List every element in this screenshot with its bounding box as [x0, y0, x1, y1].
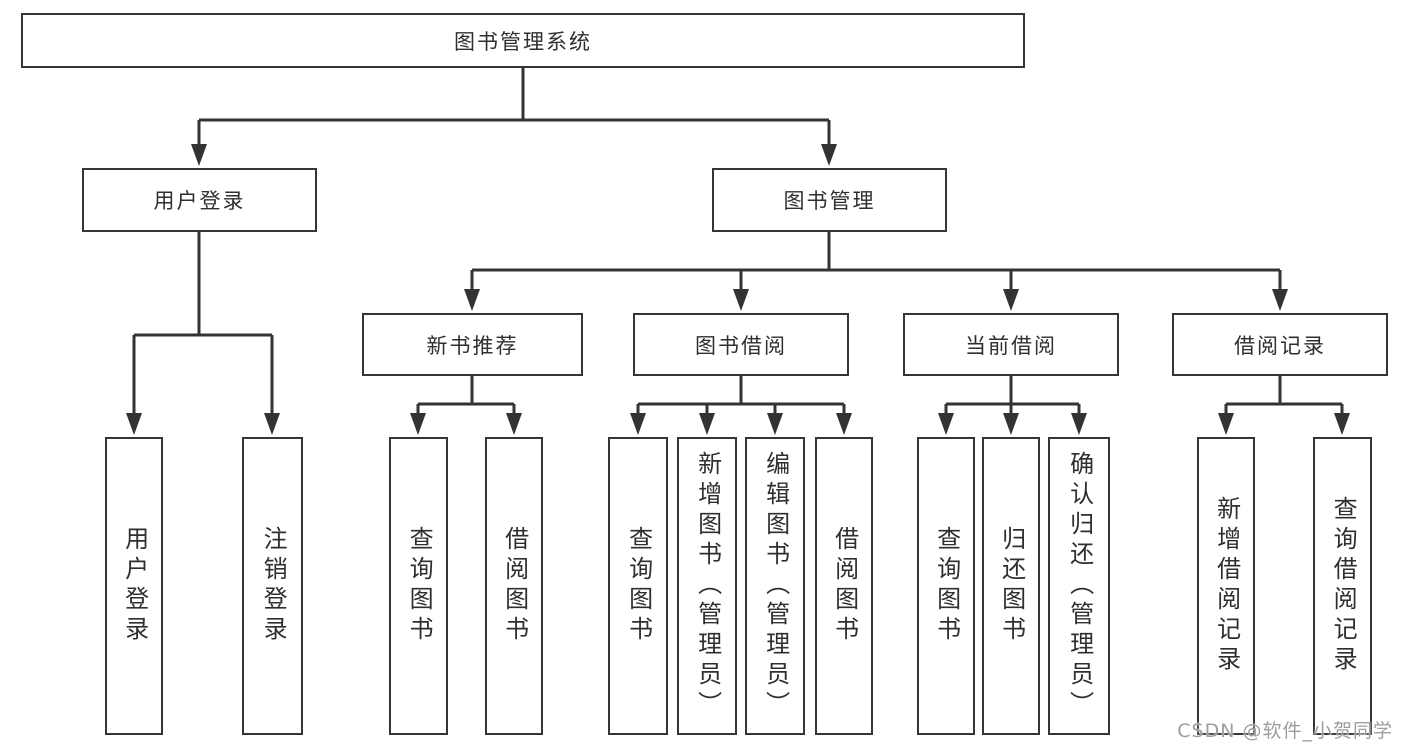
leaf-borrow-books-recommend: 借阅图书	[485, 437, 543, 735]
node-label: 新增图书（管理员）	[693, 451, 722, 721]
arrowhead-icon	[1218, 413, 1234, 435]
leaf-add-borrow-record: 新增借阅记录	[1197, 437, 1255, 735]
arrowhead-icon	[1003, 289, 1019, 311]
node-label: 借阅图书	[830, 526, 859, 646]
node-label: 图书管理系统	[454, 29, 592, 54]
leaf-borrow-books: 借阅图书	[815, 437, 873, 735]
leaf-user-login: 用户登录	[105, 437, 163, 735]
arrowhead-icon	[938, 413, 954, 435]
leaf-logout-login: 注销登录	[242, 437, 303, 735]
arrowhead-icon	[410, 413, 426, 435]
leaf-query-books-borrow: 查询图书	[608, 437, 668, 735]
leaf-confirm-return-admin: 确认归还（管理员）	[1048, 437, 1110, 735]
arrowhead-icon	[699, 413, 715, 435]
node-book-borrowing: 图书借阅	[633, 313, 849, 376]
arrowhead-icon	[767, 413, 783, 435]
node-label: 用户登录	[120, 526, 149, 646]
arrowhead-icon	[836, 413, 852, 435]
node-label: 图书管理	[783, 189, 876, 213]
node-new-book-recommendation: 新书推荐	[362, 313, 583, 376]
arrowhead-icon	[1272, 289, 1288, 311]
node-label: 查询图书	[405, 526, 434, 646]
arrowhead-icon	[464, 289, 480, 311]
node-label: 归还图书	[997, 526, 1026, 646]
node-label: 确认归还（管理员）	[1065, 451, 1094, 721]
csdn-watermark: CSDN @软件_小贺同学	[1177, 720, 1393, 742]
arrowhead-icon	[506, 413, 522, 435]
node-label: 新增借阅记录	[1212, 496, 1241, 676]
node-label: 用户登录	[153, 189, 246, 213]
leaf-edit-books-admin: 编辑图书（管理员）	[745, 437, 805, 735]
arrowheads	[126, 144, 1350, 435]
leaf-query-borrow-record: 查询借阅记录	[1313, 437, 1372, 735]
node-borrowing-records: 借阅记录	[1172, 313, 1388, 376]
node-book-management: 图书管理	[712, 168, 947, 232]
node-library-management-system: 图书管理系统	[21, 13, 1025, 68]
node-label: 查询图书	[624, 526, 653, 646]
leaf-query-books-recommend: 查询图书	[389, 437, 448, 735]
arrowhead-icon	[630, 413, 646, 435]
node-label: 当前借阅	[965, 333, 1057, 358]
leaf-query-books-current: 查询图书	[917, 437, 975, 735]
node-label: 查询图书	[932, 526, 961, 646]
node-label: 借阅图书	[500, 526, 529, 646]
node-label: 编辑图书（管理员）	[761, 451, 790, 721]
arrowhead-icon	[733, 289, 749, 311]
leaf-return-books: 归还图书	[982, 437, 1040, 735]
arrowhead-icon	[1334, 413, 1350, 435]
leaf-add-books-admin: 新增图书（管理员）	[677, 437, 737, 735]
node-label: 查询借阅记录	[1329, 496, 1358, 676]
node-current-borrowing: 当前借阅	[903, 313, 1119, 376]
arrowhead-icon	[191, 144, 207, 166]
node-label: 新书推荐	[426, 333, 519, 358]
node-label: 借阅记录	[1234, 333, 1326, 358]
node-label: 图书借阅	[695, 333, 787, 358]
arrowhead-icon	[821, 144, 837, 166]
node-user-login: 用户登录	[82, 168, 317, 232]
arrowhead-icon	[1071, 413, 1087, 435]
node-label: 注销登录	[259, 526, 288, 646]
arrowhead-icon	[126, 413, 142, 435]
arrowhead-icon	[264, 413, 280, 435]
connector-path	[132, 68, 1344, 420]
arrowhead-icon	[1003, 413, 1019, 435]
